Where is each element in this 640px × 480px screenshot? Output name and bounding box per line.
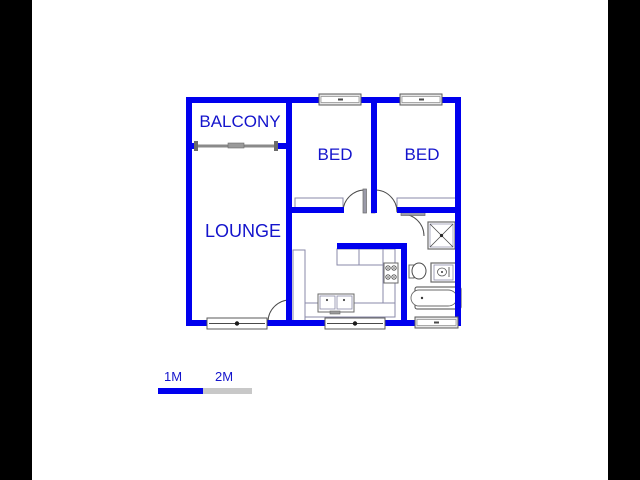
room-labels-layer: BALCONY LOUNGE BED BED — [199, 112, 439, 241]
bathroom-basin — [430, 262, 457, 283]
kitchen-counter-left-leg — [292, 249, 306, 323]
fixtures-layer — [292, 197, 462, 323]
bedroom-2-window — [399, 93, 443, 106]
wall-kitchen-north — [337, 243, 407, 249]
wall-exterior-left — [186, 97, 192, 326]
scale-segment-second-meter — [203, 388, 252, 394]
wall-balcony-lounge-left — [186, 143, 196, 149]
room-label-bed-2: BED — [405, 145, 440, 164]
wall-balcony-bed1 — [286, 97, 292, 149]
drawing-canvas — [32, 0, 608, 480]
scale-bar: 1M 2M — [158, 369, 252, 394]
bedroom-1-window — [318, 93, 362, 106]
room-label-balcony: BALCONY — [199, 112, 280, 131]
kitchen-counter-upper-box — [336, 248, 360, 266]
scale-segment-first-meter — [158, 388, 203, 394]
wall-bed1-south — [286, 207, 344, 213]
wall-between-bedrooms — [371, 97, 377, 213]
wall-kitchen-bathroom — [401, 243, 407, 326]
bathtub — [410, 286, 462, 310]
bathroom-window — [414, 316, 459, 329]
kitchen-stove — [383, 262, 399, 284]
toilet — [408, 262, 427, 280]
wall-exterior-bottom — [186, 320, 461, 326]
bedroom-1-door — [342, 188, 367, 214]
shower — [427, 221, 456, 250]
wall-lounge-interior — [286, 149, 292, 326]
kitchen-sink — [317, 293, 355, 315]
openings-layer — [194, 93, 459, 330]
lounge-window — [206, 317, 268, 330]
scale-tick-label-1m: 1M — [164, 369, 182, 384]
scale-tick-label-2m: 2M — [215, 369, 233, 384]
wall-balcony-lounge-right — [276, 143, 292, 149]
balcony-sliding-door — [194, 141, 278, 151]
bathroom-door — [400, 211, 426, 237]
kitchen-window — [324, 317, 386, 330]
room-label-lounge: LOUNGE — [205, 221, 281, 241]
room-label-bed-1: BED — [318, 145, 353, 164]
wall-bed2-south — [397, 207, 461, 213]
